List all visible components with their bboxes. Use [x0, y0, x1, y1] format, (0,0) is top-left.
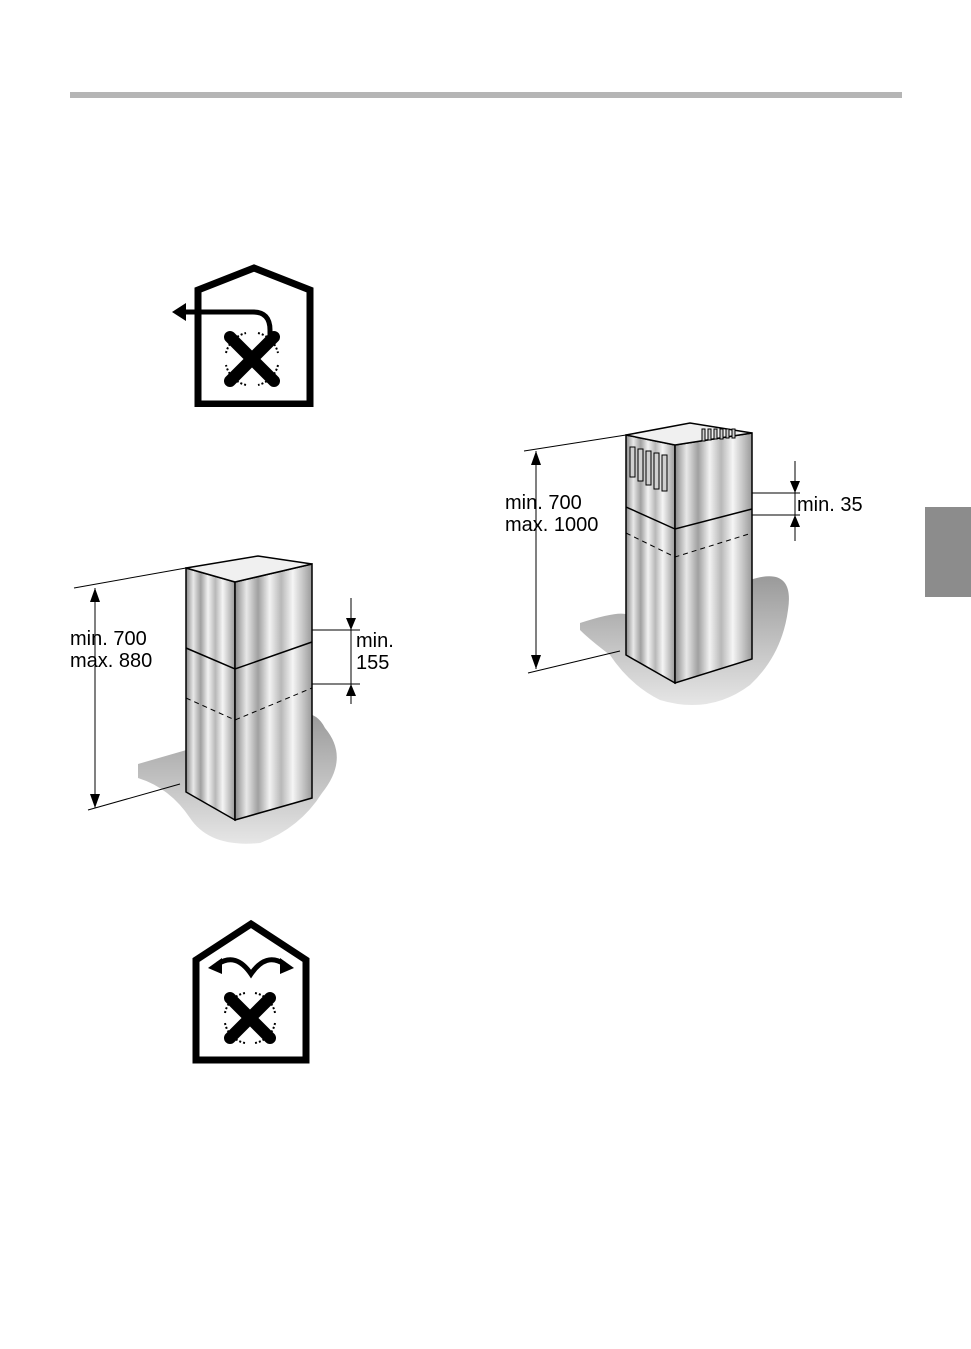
height-min-label-a: min. 700 — [70, 628, 147, 650]
overlap-label-a-line2: 155 — [356, 652, 389, 674]
chimney-figure-recirculation — [510, 415, 800, 715]
height-min-label-b: min. 700 — [505, 492, 582, 514]
height-max-label-a: max. 880 — [70, 650, 152, 672]
header-rule — [70, 92, 902, 98]
chimney-front-face — [186, 568, 235, 820]
section-tab-marker — [925, 507, 971, 597]
height-max-label-b: max. 1000 — [505, 514, 598, 536]
chimney-right-face — [235, 564, 312, 820]
overlap-label-a-line1: min. — [356, 630, 394, 652]
overlap-label-b: min. 35 — [797, 494, 863, 516]
house-exhaust-air-icon — [170, 262, 315, 407]
chimney-right-face — [675, 433, 752, 683]
chimney-figure-exhaust — [60, 548, 380, 853]
house-recirculation-icon — [190, 918, 312, 1064]
